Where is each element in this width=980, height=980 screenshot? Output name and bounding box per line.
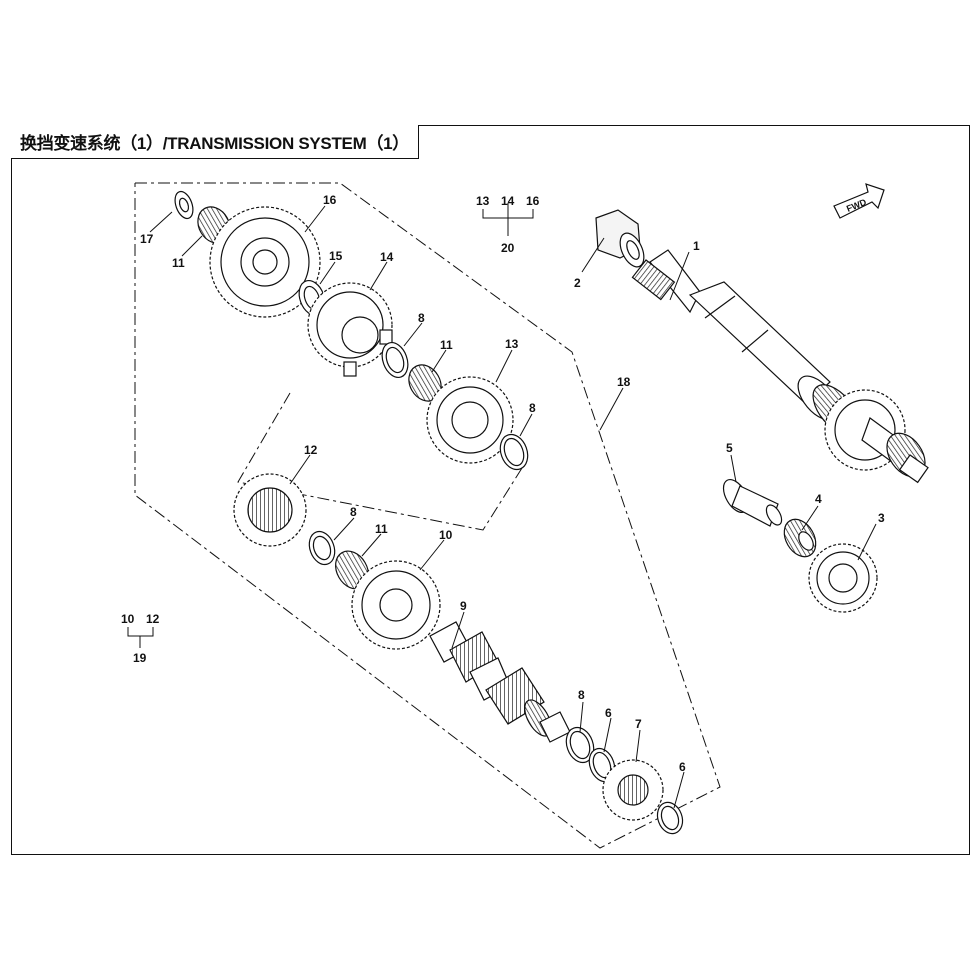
callout-9: 9 (460, 599, 467, 613)
callout-11c: 11 (375, 522, 388, 536)
callout-5: 5 (726, 441, 733, 455)
sliding-gear-part (233, 473, 307, 547)
counter-shaft-part (429, 621, 571, 743)
large-gear-part (209, 206, 321, 318)
group-19-member-2: 12 (146, 612, 160, 626)
gear-part (602, 759, 664, 821)
callout-8b: 8 (529, 401, 536, 415)
callout-6b: 6 (679, 760, 686, 774)
title-box: 换挡变速系统（1）/TRANSMISSION SYSTEM（1） (11, 125, 419, 159)
callout-12: 12 (304, 443, 318, 457)
group-19-label: 19 (133, 651, 147, 665)
fwd-label: FWD (845, 197, 868, 214)
circlip-part (656, 801, 684, 835)
group-19-member-1: 10 (121, 612, 135, 626)
callout-18: 18 (617, 375, 631, 389)
callout-16: 16 (323, 193, 337, 207)
callout-7: 7 (635, 717, 642, 731)
callout-8c: 8 (350, 505, 357, 519)
callout-17: 17 (140, 232, 154, 246)
callout-13: 13 (505, 337, 519, 351)
shift-dog-part (307, 282, 393, 377)
callout-8d: 8 (578, 688, 585, 702)
needle-bearing-part (783, 518, 817, 558)
assembly-dashed-outline (134, 182, 721, 849)
diagram-frame (11, 125, 970, 855)
group-20-member-1: 13 (476, 194, 490, 208)
group-20-member-2: 14 (501, 194, 515, 208)
nut-part (595, 209, 645, 268)
group-20-member-3: 16 (526, 194, 540, 208)
callout-15: 15 (329, 249, 343, 263)
callout-10: 10 (439, 528, 453, 542)
thrust-washer-part (174, 190, 194, 220)
gear-part (808, 543, 878, 613)
snap-ring-part (565, 726, 595, 764)
gear-part (351, 560, 441, 650)
snap-ring-part (499, 433, 529, 471)
group-20-label: 20 (501, 241, 515, 255)
callout-14: 14 (380, 250, 394, 264)
bushing-part (722, 479, 783, 527)
callout-8a: 8 (418, 311, 425, 325)
callout-6a: 6 (605, 706, 612, 720)
gear-part (426, 376, 514, 464)
main-shaft-part (631, 249, 929, 484)
callout-1: 1 (693, 239, 700, 253)
page-title: 换挡变速系统（1）/TRANSMISSION SYSTEM（1） (20, 134, 409, 153)
fwd-arrow-icon: FWD (833, 183, 885, 219)
callout-11b: 11 (440, 338, 453, 352)
leader-lines (127, 203, 877, 809)
callout-3: 3 (878, 511, 885, 525)
callout-2: 2 (574, 276, 581, 290)
sub-assembly-dashed-outline (237, 392, 523, 531)
washer-part (308, 530, 336, 566)
callout-4: 4 (815, 492, 822, 506)
washer-part (381, 341, 409, 379)
callout-11a: 11 (172, 256, 185, 270)
